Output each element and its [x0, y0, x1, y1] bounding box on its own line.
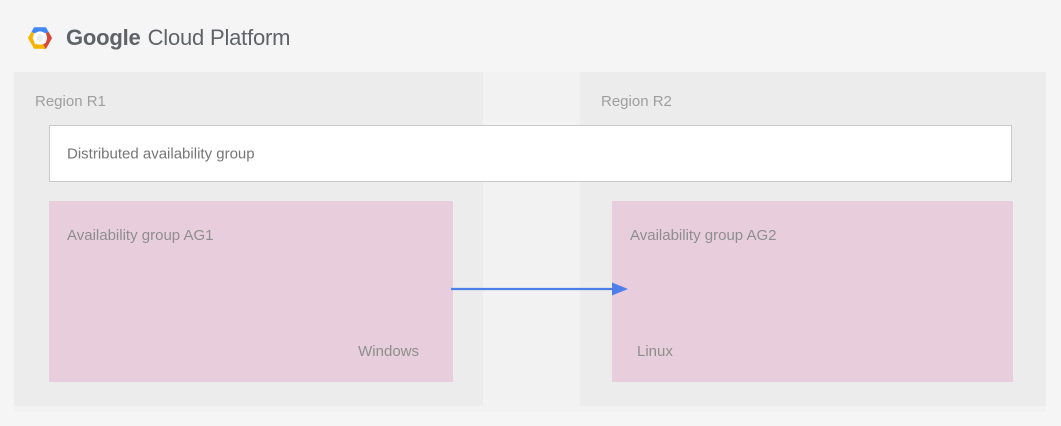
region-title-r2: Region R2 — [601, 93, 672, 110]
brand-name-cloud-platform: Cloud Platform — [147, 25, 291, 50]
os-label-linux: Linux — [637, 343, 673, 360]
brand-wordmark: Google Cloud Platform — [66, 25, 290, 51]
availability-group-box-ag2: Availability group AG2 Linux — [612, 201, 1013, 382]
brand-name-google: Google — [66, 25, 141, 50]
availability-group-title-ag2: Availability group AG2 — [630, 227, 777, 244]
brand-header: Google Cloud Platform — [24, 20, 290, 56]
architecture-diagram: Region R1 Region R2 Distributed availabi… — [14, 72, 1046, 412]
google-cloud-platform-logo-icon — [28, 27, 52, 49]
os-label-windows: Windows — [358, 343, 419, 360]
distributed-availability-group-box: Distributed availability group — [49, 125, 1012, 182]
distributed-availability-group-label: Distributed availability group — [67, 145, 255, 162]
availability-group-title-ag1: Availability group AG1 — [67, 227, 214, 244]
availability-group-box-ag1: Availability group AG1 Windows — [49, 201, 453, 382]
replication-arrow-icon — [451, 282, 628, 296]
region-title-r1: Region R1 — [35, 93, 106, 110]
